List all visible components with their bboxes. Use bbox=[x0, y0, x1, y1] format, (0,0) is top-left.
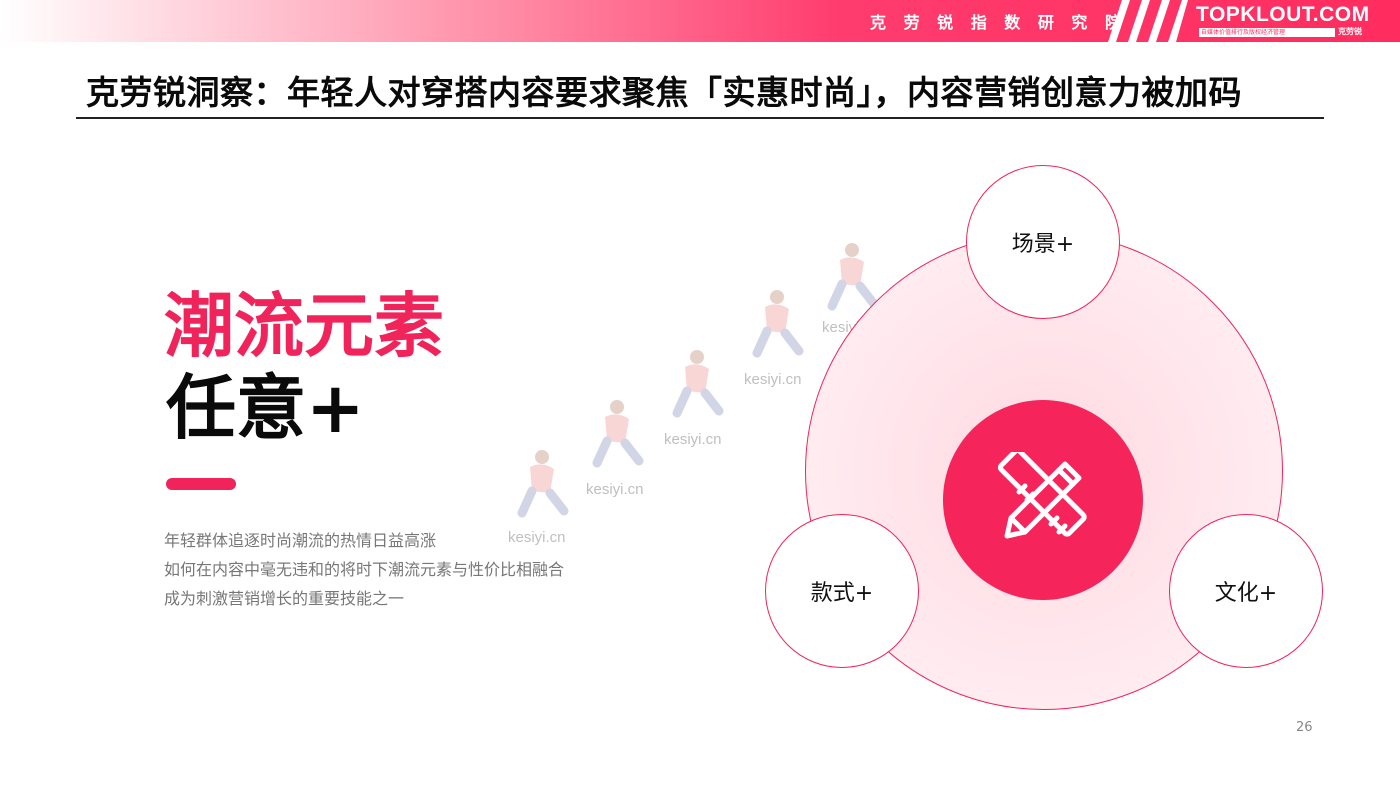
runner-figure bbox=[752, 290, 804, 358]
circle-diagram: 场景+ 款式+ 文化+ bbox=[760, 160, 1340, 720]
runner-figure bbox=[592, 400, 644, 468]
node-style: 款式+ bbox=[765, 514, 919, 668]
topklout-logo: TOPKLOUT.COM 自媒体价值排行及版权经济管理 克劳锐 bbox=[1196, 4, 1386, 38]
page-number: 26 bbox=[1296, 720, 1313, 735]
logo-main-text: TOPKLOUT.COM bbox=[1196, 3, 1370, 26]
logo-sub-text: 自媒体价值排行及版权经济管理 bbox=[1199, 28, 1335, 37]
node-scene: 场景+ bbox=[966, 165, 1120, 319]
watermark-text: kesiyi.cn bbox=[744, 371, 802, 388]
watermark-text: kesiyi.cn bbox=[586, 481, 644, 498]
center-circle bbox=[943, 400, 1143, 600]
node-culture: 文化+ bbox=[1169, 514, 1323, 668]
node-culture-label: 文化+ bbox=[1214, 581, 1278, 606]
title-red: 潮流元素 bbox=[164, 285, 444, 367]
description-line: 成为刺激营销增长的重要技能之一 bbox=[164, 589, 405, 608]
title-black: 任意+ bbox=[166, 367, 365, 449]
watermark-text: kesiyi.cn bbox=[508, 529, 566, 546]
node-style-label: 款式+ bbox=[810, 581, 874, 606]
accent-bar bbox=[166, 478, 236, 490]
description-line: 年轻群体追逐时尚潮流的热情日益高涨 bbox=[164, 531, 437, 550]
stripes-decoration bbox=[1108, 0, 1188, 42]
headline-divider bbox=[76, 117, 1324, 119]
headline: 克劳锐洞察：年轻人对穿搭内容要求聚焦「实惠时尚」，内容营销创意力被加码 bbox=[86, 73, 1242, 112]
pencil-ruler-icon bbox=[997, 452, 1087, 539]
node-scene-label: 场景+ bbox=[1011, 232, 1075, 257]
description-line: 如何在内容中毫无违和的将时下潮流元素与性价比相融合 bbox=[164, 560, 565, 579]
runner-figure bbox=[517, 450, 569, 518]
logo-sub-brand: 克劳锐 bbox=[1338, 27, 1362, 36]
runner-figure bbox=[827, 243, 879, 311]
watermark-text: kesiyi.cn bbox=[664, 431, 722, 448]
watermark: kesiyi.cn kesiyi.cn kesiyi.cn kesiyi.cn … bbox=[508, 243, 880, 546]
institute-name: 克 劳 锐 指 数 研 究 院 bbox=[870, 13, 1127, 32]
description: 年轻群体追逐时尚潮流的热情日益高涨 如何在内容中毫无违和的将时下潮流元素与性价比… bbox=[164, 526, 634, 613]
runner-figure bbox=[672, 350, 724, 418]
top-banner: 克 劳 锐 指 数 研 究 院 TOPKLOUT.COM 自媒体价值排行及版权经… bbox=[0, 0, 1400, 42]
